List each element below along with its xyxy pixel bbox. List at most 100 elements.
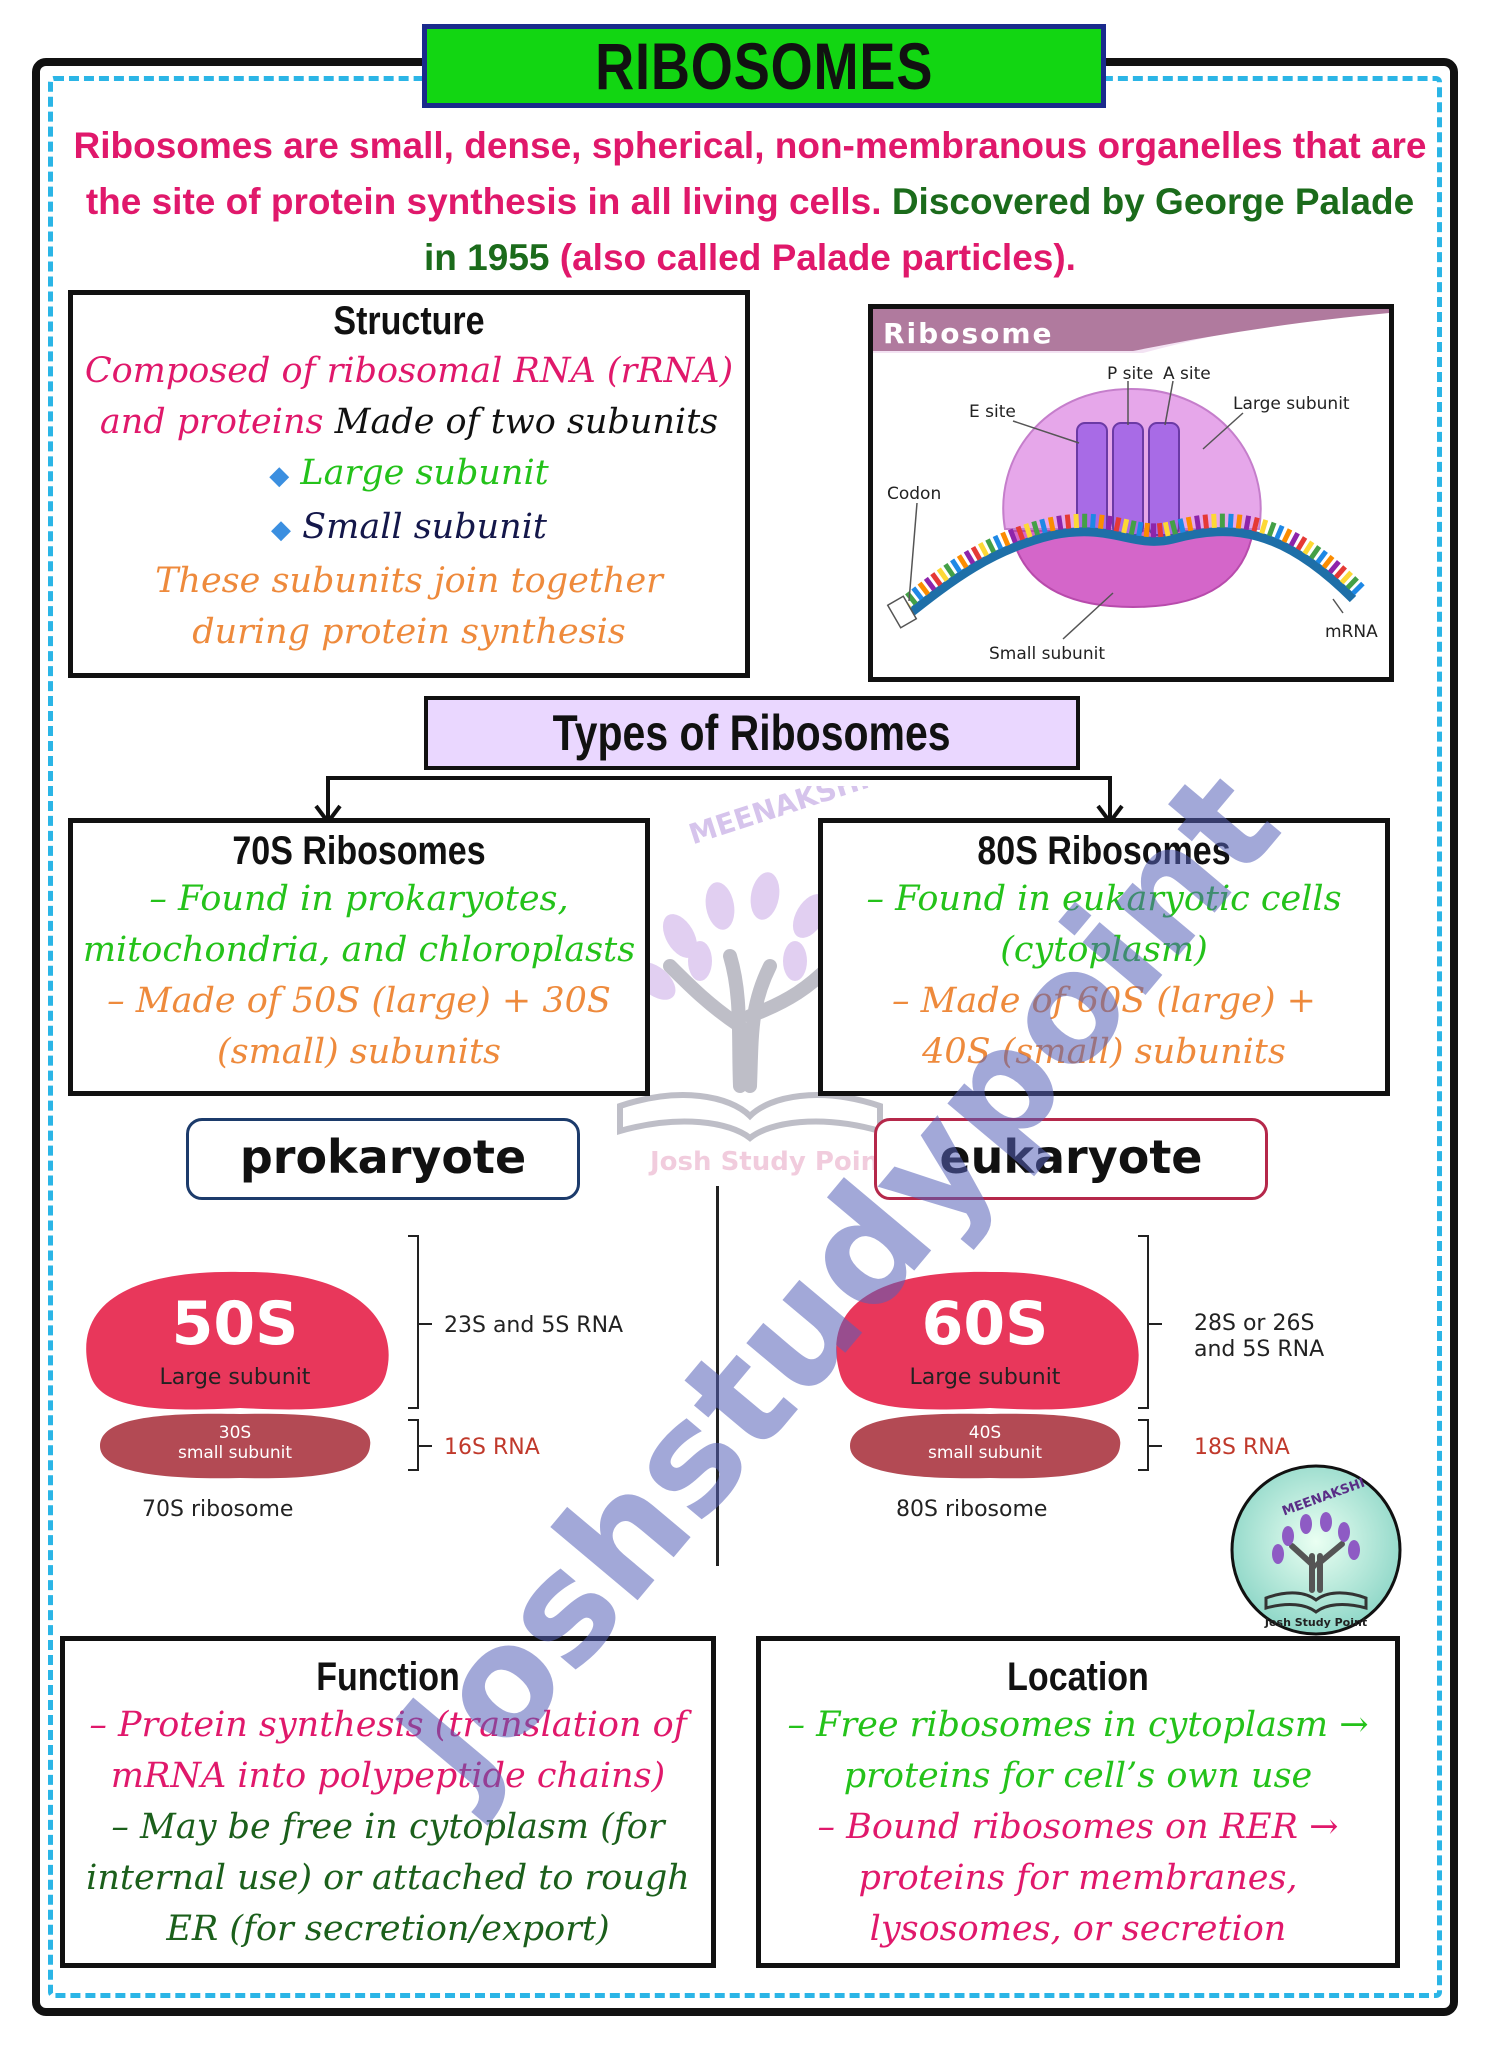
codon-base xyxy=(956,554,969,569)
codon-base xyxy=(1031,520,1041,536)
codon-base xyxy=(1194,515,1202,530)
small-rna-bracket xyxy=(1138,1419,1162,1471)
codon-base xyxy=(963,549,976,565)
codon-base xyxy=(1056,515,1064,530)
prokaryote-ribosome-figure: 50S Large subunit 30S small subunit 23S … xyxy=(86,1235,623,1522)
diagram-header: Ribosome xyxy=(883,317,1054,350)
large-subunit-label: Large subunit xyxy=(1233,394,1350,414)
r80-found: – Found in eukaryotic cells (cytoplasm) xyxy=(866,879,1342,970)
eukaryote-small-label: small subunit xyxy=(928,1443,1042,1463)
codon-base xyxy=(1143,522,1150,538)
codon-base xyxy=(1288,532,1300,547)
function-line-1: – Protein synthesis (translation of mRNA… xyxy=(89,1705,687,1796)
eukaryote-caption: 80S ribosome xyxy=(896,1497,1047,1522)
codon-base xyxy=(1113,517,1122,532)
r70-found: – Found in prokaryotes, mitochondria, an… xyxy=(82,879,636,970)
codon-base xyxy=(905,591,918,606)
location-heading: Location xyxy=(1007,1655,1149,1699)
a-site-pointer xyxy=(1164,380,1174,426)
codon-base xyxy=(930,572,943,587)
codon-base xyxy=(1251,517,1260,532)
prokaryote-large-label: Large subunit xyxy=(160,1365,311,1390)
page-title: RIBOSOMES xyxy=(594,29,934,103)
r70-made: – Made of 50S (large) + 30S (small) subu… xyxy=(107,981,611,1072)
location-line-1: – Free ribosomes in cytoplasm → proteins… xyxy=(787,1705,1369,1796)
large-rna-bracket xyxy=(408,1235,432,1409)
ribosome-70s-box: 70S Ribosomes – Found in prokaryotes, mi… xyxy=(68,818,650,1096)
prokaryote-large-rna: 23S and 5S RNA xyxy=(444,1313,623,1338)
codon-base xyxy=(1219,513,1225,528)
a-site-label: A site xyxy=(1163,364,1211,384)
codon-base xyxy=(970,545,983,561)
codon-label: Codon xyxy=(887,484,941,504)
codon-bases xyxy=(892,513,1365,616)
r80-heading: 80S Ribosomes xyxy=(977,829,1231,873)
large-subunit-50s-shape xyxy=(86,1271,389,1410)
function-box: Function – Protein synthesis (translatio… xyxy=(60,1636,716,1968)
structure-bullet-small: ◆ Small subunit xyxy=(73,502,745,556)
mrna-strand xyxy=(900,527,1357,623)
diagram-header-bg xyxy=(873,309,1389,351)
codon-base xyxy=(1327,560,1341,574)
codon-base xyxy=(1105,515,1114,531)
codon-base xyxy=(1211,513,1217,529)
codon-marker xyxy=(886,595,918,629)
small-rna-bracket xyxy=(408,1419,432,1471)
prokaryote-small-rna: 16S RNA xyxy=(444,1435,540,1460)
ribosome-illustration: Ribosome P site A site E site Large subu… xyxy=(873,309,1389,664)
types-heading: Types of Ribosomes xyxy=(553,705,951,761)
comparison-divider xyxy=(716,1186,719,1566)
codon-base xyxy=(911,586,924,601)
intro-paragraph: Ribosomes are small, dense, spherical, n… xyxy=(70,118,1430,286)
codon-base xyxy=(1202,514,1209,529)
diamond-icon: ◆ xyxy=(271,515,292,545)
codon-base xyxy=(936,567,949,582)
codon-base xyxy=(1185,516,1194,532)
codon-base xyxy=(1345,576,1359,590)
codon-base xyxy=(992,534,1004,550)
r70-heading: 70S Ribosomes xyxy=(232,829,486,873)
codon-base xyxy=(977,542,989,557)
e-site-pointer xyxy=(1012,420,1080,444)
codon-base xyxy=(950,558,962,573)
codon-base xyxy=(1128,520,1137,535)
codon-base xyxy=(1023,523,1033,538)
prokaryote-large-value: 50S xyxy=(172,1289,299,1359)
codon-base xyxy=(1097,514,1105,530)
codon-base xyxy=(1339,570,1353,585)
structure-box: Structure Composed of ribosomal RNA (rRN… xyxy=(68,290,750,678)
codon-base xyxy=(1047,516,1056,532)
intro-discovery: Discovered by George Palade in 1955 xyxy=(424,181,1415,278)
structure-two-subunits: Made of two subunits xyxy=(334,402,719,442)
codon-base xyxy=(1169,520,1178,535)
e-site-label: E site xyxy=(969,402,1016,422)
page-title-box: RIBOSOMES xyxy=(422,24,1106,108)
eukaryote-large-label: Large subunit xyxy=(910,1365,1061,1390)
codon-base xyxy=(1302,540,1315,555)
types-arrows xyxy=(314,776,1124,824)
small-subunit-40s-shape xyxy=(850,1413,1121,1479)
codon-base xyxy=(1150,523,1157,538)
structure-note: These subunits join together during prot… xyxy=(155,561,663,652)
codon-base xyxy=(1064,514,1072,529)
mrna-pointer xyxy=(1332,598,1344,614)
structure-bullet-large: ◆ Large subunit xyxy=(73,448,745,502)
codon-base xyxy=(1235,514,1243,529)
codon-base xyxy=(1227,513,1234,529)
codon-base xyxy=(1274,524,1285,540)
codon-pointer xyxy=(908,502,918,602)
prokaryote-caption: 70S ribosome xyxy=(142,1497,293,1522)
connector-line xyxy=(326,776,1112,820)
structure-heading: Structure xyxy=(333,299,485,343)
structure-composed: Composed of ribosomal RNA (rRNA) and pro… xyxy=(84,351,734,442)
codon-base xyxy=(1295,536,1308,551)
codon-base xyxy=(1309,545,1322,560)
eukaryote-large-value: 60S xyxy=(922,1289,1049,1359)
codon-base xyxy=(1121,518,1130,534)
eukaryote-small-rna: 18S RNA xyxy=(1194,1435,1290,1460)
eukaryote-small-value: 40S xyxy=(969,1423,1001,1443)
codon-base xyxy=(1266,521,1277,537)
codon-base xyxy=(1177,518,1186,533)
types-heading-box: Types of Ribosomes xyxy=(424,696,1080,770)
location-box: Location – Free ribosomes in cytoplasm →… xyxy=(756,1636,1400,1968)
